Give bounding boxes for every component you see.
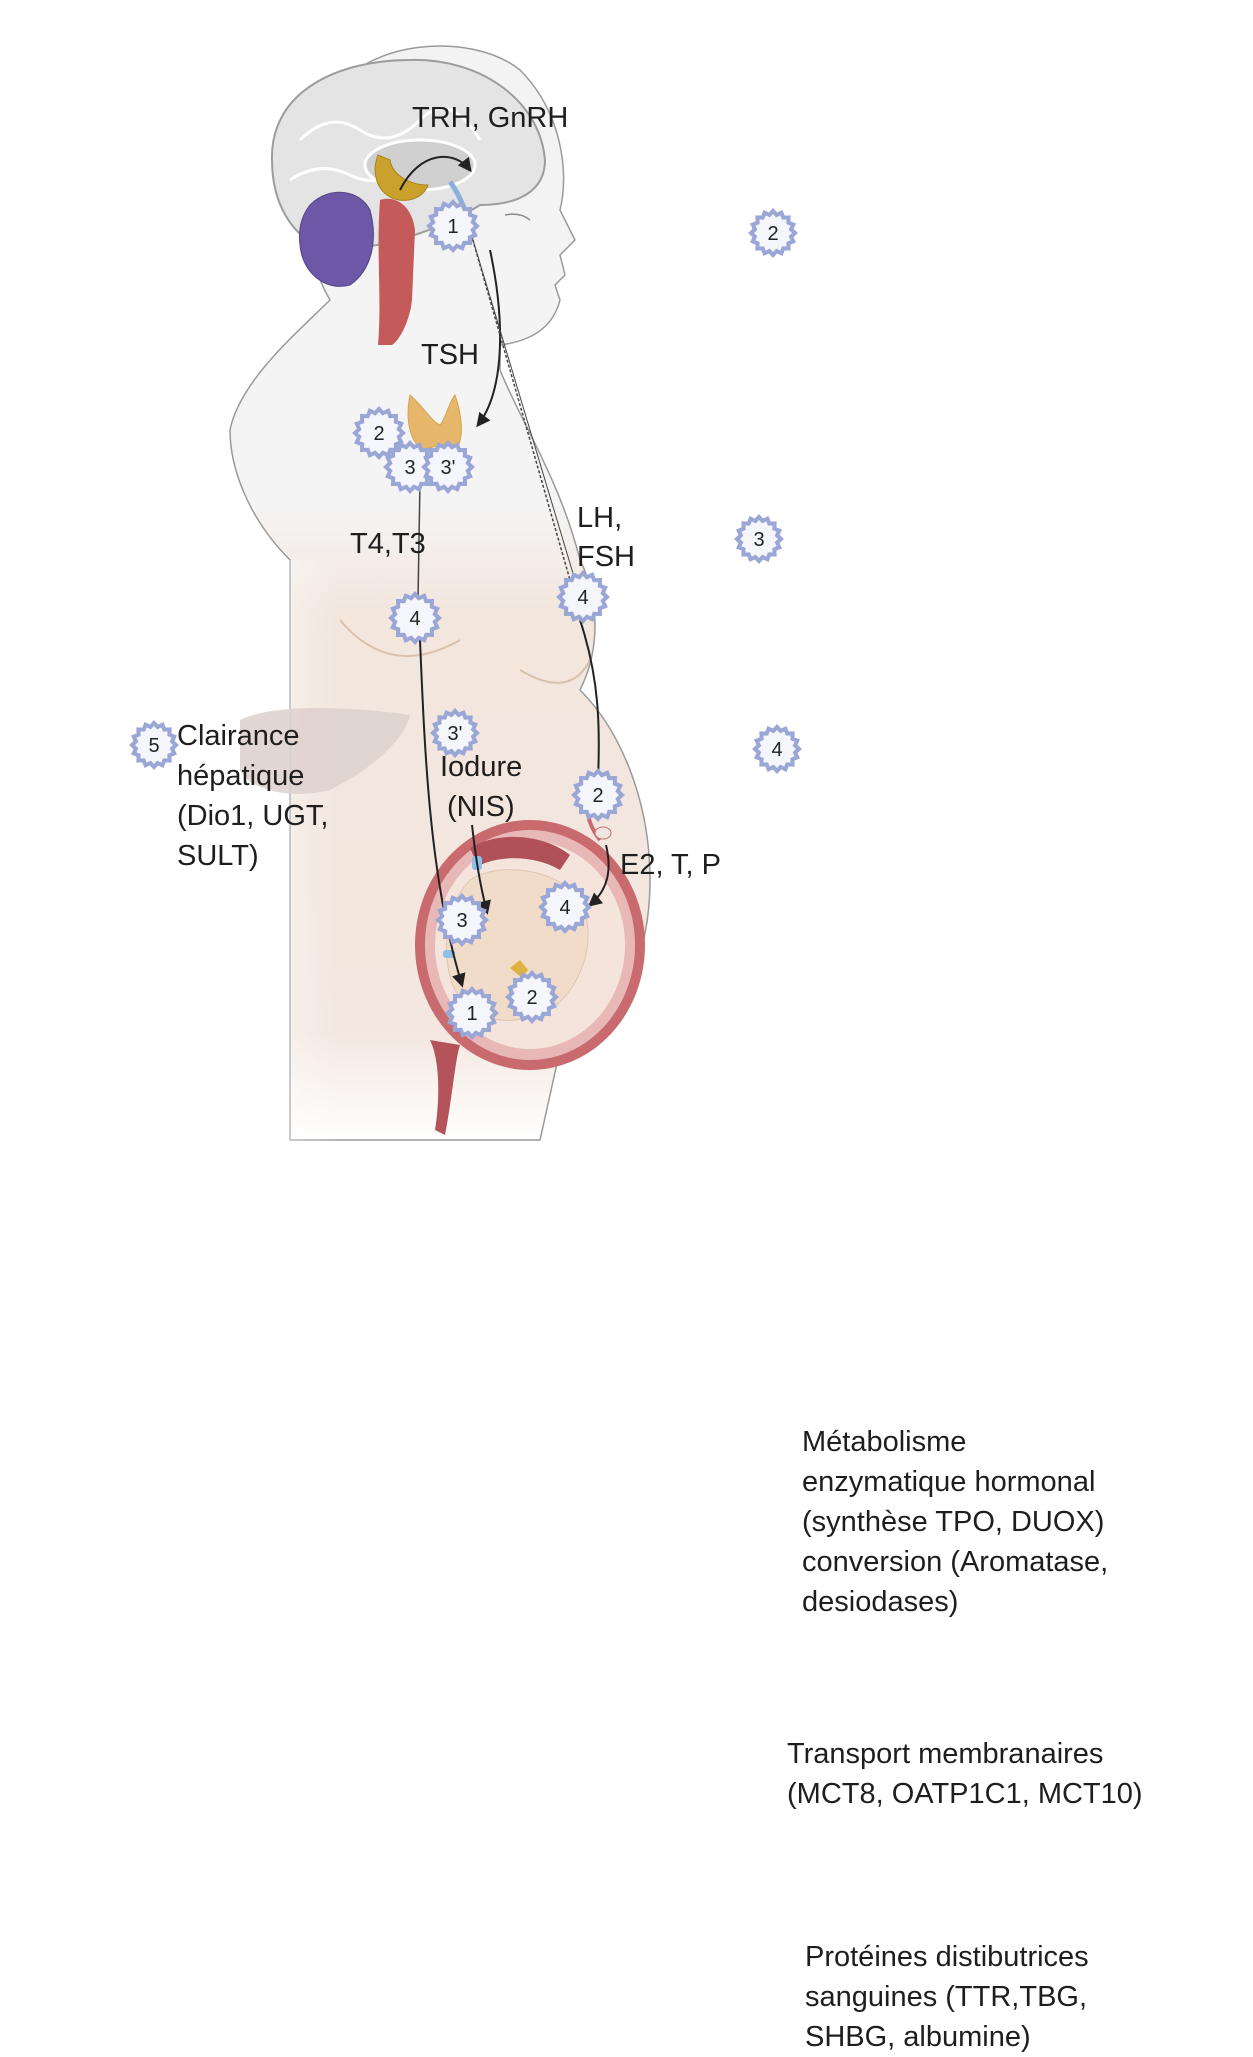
- starburst-icon: [430, 708, 480, 758]
- badge-number: 2: [526, 987, 537, 1009]
- label-fsh: FSH: [577, 541, 635, 573]
- badge-number: 4: [559, 897, 570, 919]
- breast-contour: [339, 619, 461, 657]
- badge-fetal-transport: 3: [435, 893, 489, 947]
- legend-line: (MCT8, OATP1C1, MCT10): [787, 1778, 1143, 1810]
- badge-number: 3: [753, 529, 764, 551]
- badge-number: 3: [456, 910, 467, 932]
- brainstem: [378, 198, 415, 345]
- badge-number: 3: [404, 457, 415, 479]
- badge-liver-clearance: 5: [129, 720, 179, 770]
- label-clearance-line1: Clairance: [177, 720, 300, 752]
- legend-line: (synthèse TPO, DUOX): [802, 1506, 1105, 1538]
- badge-number: 2: [767, 223, 778, 245]
- legend-line: sanguines (TTR,TBG,: [805, 1981, 1088, 2013]
- badge-number: 3': [448, 723, 463, 745]
- line-lh-fsh-path: [469, 229, 576, 581]
- badge-number: 4: [577, 587, 588, 609]
- starburst-icon: [556, 570, 610, 624]
- label-nis: (NIS): [447, 791, 515, 823]
- legend-line: enzymatique hormonal: [802, 1466, 1096, 1498]
- label-iodure: Iodure: [440, 751, 523, 783]
- dashed-lh-fsh-path: [469, 229, 571, 581]
- breast-contour: [519, 659, 591, 684]
- arrow-e2-t-p: [587, 844, 610, 907]
- badge-iodure-transport: 3': [430, 708, 480, 758]
- starburst-icon: [571, 768, 625, 822]
- badge-blood-proteins-right: 4: [556, 570, 610, 624]
- body-fade: [180, 560, 340, 1160]
- label-clearance-line2: hépatique: [177, 760, 305, 792]
- label-e2-t-p: E2, T, P: [620, 849, 722, 881]
- starburst-icon: [445, 986, 499, 1040]
- badge-number: 3': [441, 457, 456, 479]
- label-trh-gnrh: TRH, GnRH: [412, 102, 569, 134]
- starburst-icon: [426, 199, 480, 253]
- liver: [240, 708, 410, 794]
- label-tsh: TSH: [421, 339, 479, 371]
- badge-fetal-metabolism: 2: [505, 970, 559, 1024]
- starburst-icon: [752, 724, 802, 774]
- badge-thyroid-transport-prime: 3': [421, 440, 475, 494]
- legend-line: SHBG, albumine): [805, 2021, 1031, 2053]
- badge-number: 4: [771, 739, 782, 761]
- badge-blood-proteins-left: 4: [388, 591, 442, 645]
- legend-line: conversion (Aromatase,: [802, 1546, 1109, 1578]
- starburst-icon: [388, 591, 442, 645]
- badge-number: 5: [148, 735, 159, 757]
- legend-line: desiodases): [802, 1586, 959, 1618]
- label-clearance-line4: SULT): [177, 840, 259, 872]
- legend-badge-metabolism: 2: [748, 208, 798, 258]
- badge-number: 1: [466, 1003, 477, 1025]
- badge-number: 4: [409, 608, 420, 630]
- label-t4-t3: T4,T3: [350, 528, 426, 560]
- starburst-icon: [748, 208, 798, 258]
- starburst-icon: [421, 440, 475, 494]
- arrow-tsh: [476, 249, 502, 428]
- arrow-iodure: [471, 824, 491, 915]
- line-t4-t3: [417, 479, 421, 601]
- legend-badge-proteins: 4: [752, 724, 802, 774]
- hypothalamus: [374, 154, 429, 201]
- ovary: [594, 826, 612, 840]
- arrow-t4-t3: [419, 639, 466, 988]
- badge-number: 2: [592, 785, 603, 807]
- starburst-icon: [129, 720, 179, 770]
- label-lh: LH,: [577, 502, 623, 534]
- starburst-icon: [538, 880, 592, 934]
- placenta: [470, 836, 570, 870]
- arrow-lh-fsh: [579, 619, 600, 781]
- badge-placenta-proteins: 4: [538, 880, 592, 934]
- starburst-icon: [734, 514, 784, 564]
- badge-number: 2: [373, 423, 384, 445]
- cerebellum: [299, 191, 374, 287]
- badge-thyroid-metabolism: 2: [352, 406, 406, 460]
- label-clearance-line3: (Dio1, UGT,: [177, 800, 329, 832]
- brain-gyri: [298, 107, 482, 142]
- legend-line: Métabolisme: [802, 1426, 967, 1458]
- starburst-icon: [435, 893, 489, 947]
- legend-line: Protéines distibutrices: [805, 1941, 1089, 1973]
- badge-fetal-pituitary: 1: [445, 986, 499, 1040]
- badge-pituitary: 1: [426, 199, 480, 253]
- starburst-icon: [505, 970, 559, 1024]
- arrow-hypothalamus-pituitary: [399, 156, 472, 191]
- legend-line: Transport membranaires: [787, 1738, 1104, 1770]
- badge-ovary-metabolism: 2: [571, 768, 625, 822]
- badge-number: 1: [447, 216, 458, 238]
- closed-eye: [504, 213, 531, 221]
- cervix: [430, 1040, 460, 1135]
- starburst-icon: [352, 406, 406, 460]
- legend-badge-transport: 3: [734, 514, 784, 564]
